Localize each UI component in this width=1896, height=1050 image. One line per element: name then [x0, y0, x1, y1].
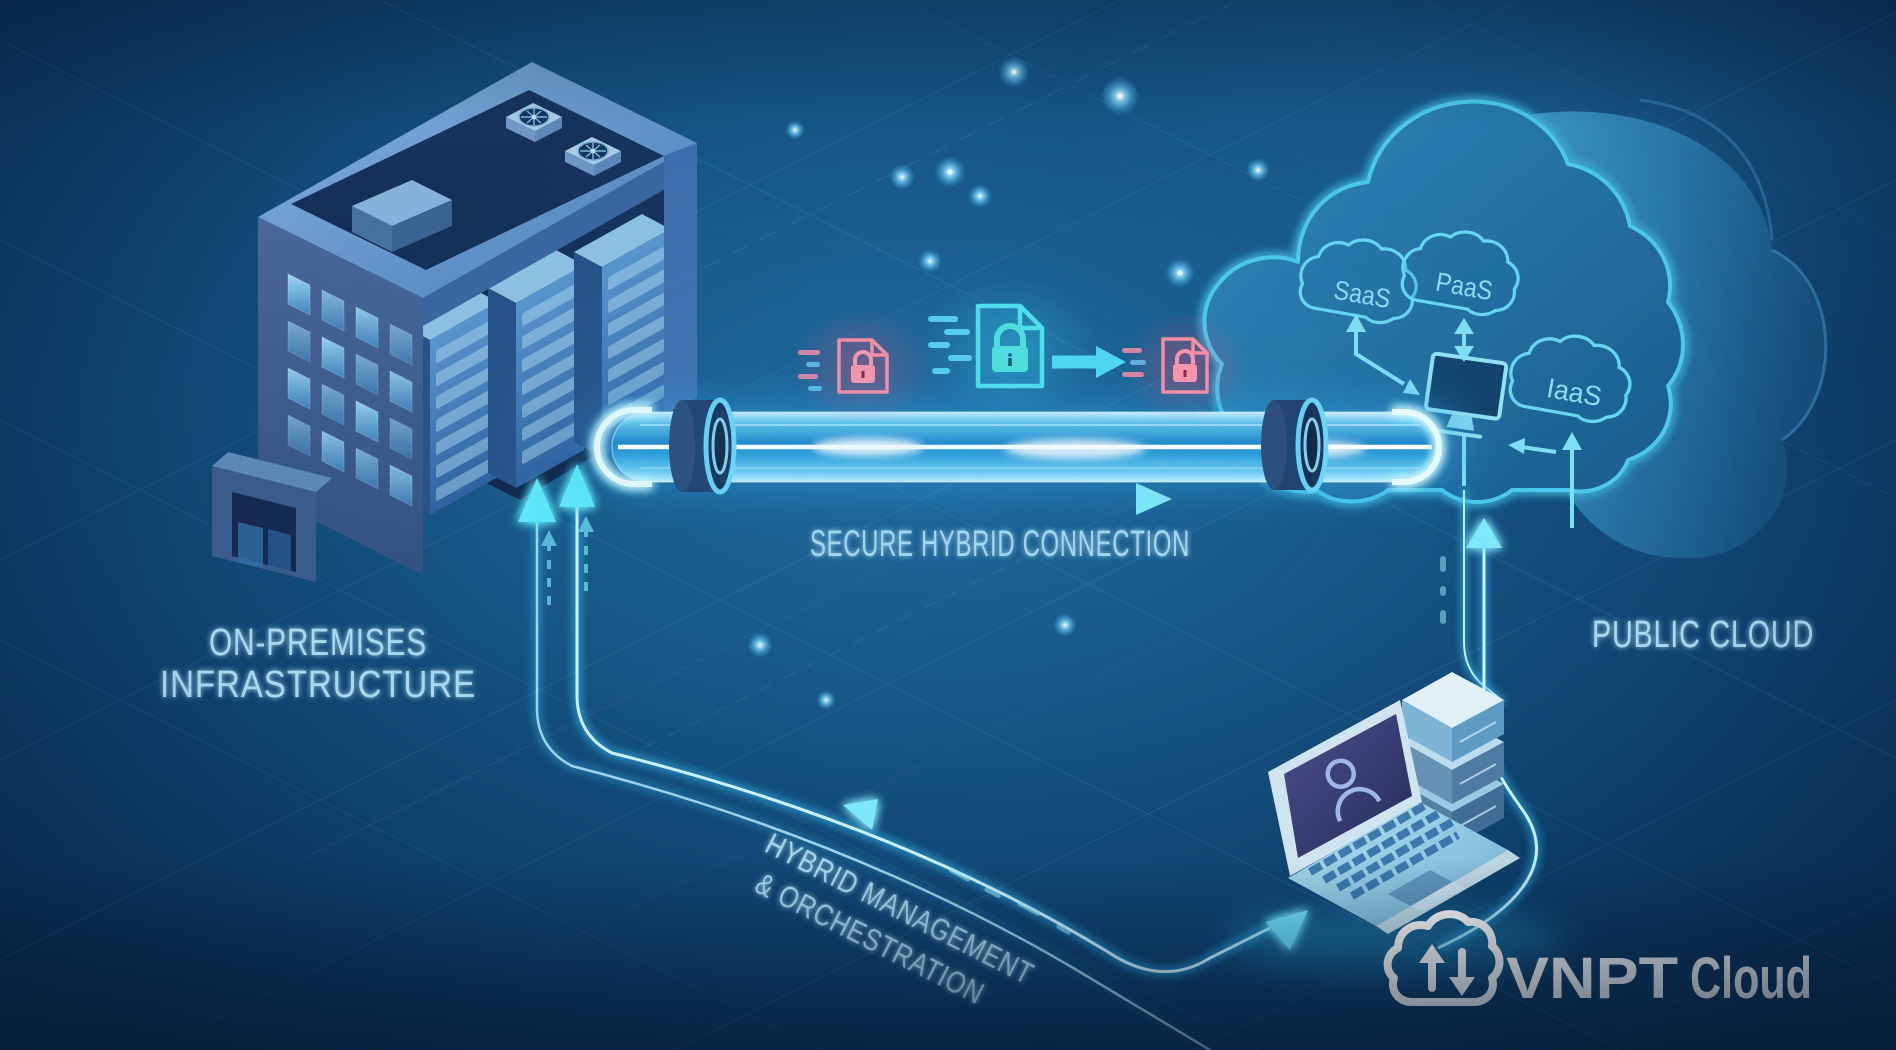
lock-document-red-icon	[837, 338, 889, 394]
tube-ring	[669, 397, 737, 495]
transfer-icons	[792, 276, 1247, 424]
tube-ring	[1261, 397, 1329, 493]
management-line-inner	[572, 498, 1293, 977]
server-rack	[488, 250, 584, 488]
public-cloud-label: PUBLIC CLOUD	[1592, 614, 1814, 656]
logo-brand-text: VNPT	[1506, 946, 1678, 1011]
management-station	[1225, 672, 1565, 972]
on-premises-label-line2: INFRASTRUCTURE	[160, 664, 476, 706]
on-premises-label-line1: ON-PREMISES	[209, 622, 427, 664]
lock-document-red-icon	[1161, 337, 1209, 394]
logo-product-text: Cloud	[1690, 946, 1812, 1011]
dashed-arrow-icon	[541, 516, 594, 612]
secure-connection-label: SECURE HYBRID CONNECTION	[810, 523, 1190, 564]
on-premises-building	[212, 62, 697, 582]
data-dashes	[1440, 556, 1446, 624]
flow-arrow-up-icon	[1466, 518, 1502, 548]
lock-document-primary-icon	[975, 303, 1045, 389]
roof-right-post	[664, 143, 697, 414]
